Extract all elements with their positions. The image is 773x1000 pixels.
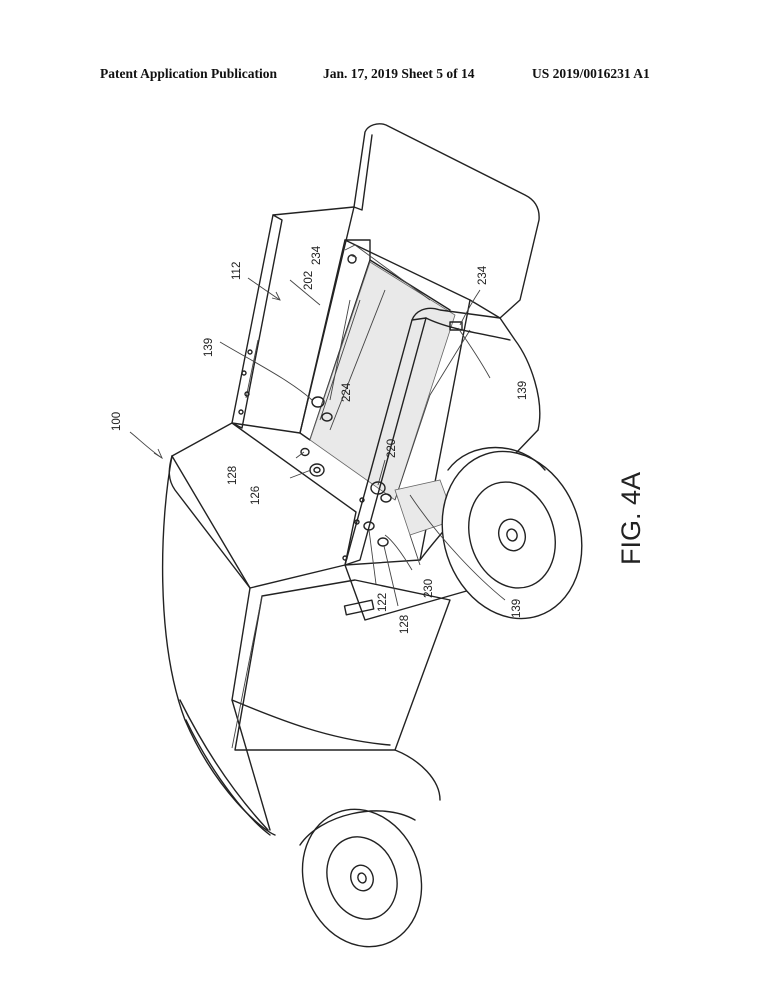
ref-139-bottom: 139 bbox=[511, 599, 523, 618]
publication-type: Patent Application Publication bbox=[100, 66, 278, 81]
leader-lines bbox=[129, 254, 506, 607]
ref-128-top: 128 bbox=[227, 466, 239, 485]
ref-230: 230 bbox=[423, 579, 435, 598]
ref-126: 126 bbox=[250, 486, 262, 505]
figure-label: FIG. 4A bbox=[616, 472, 646, 565]
vehicle-body bbox=[161, 422, 471, 836]
page-header: Patent Application Publication Jan. 17, … bbox=[0, 66, 773, 86]
rear-wheel bbox=[441, 446, 583, 620]
ref-224: 224 bbox=[341, 382, 353, 402]
ref-202: 202 bbox=[303, 271, 315, 290]
ref-139-right: 139 bbox=[517, 381, 529, 400]
ref-234-right: 234 bbox=[477, 265, 489, 285]
cargo-compartment bbox=[299, 239, 471, 566]
front-wheel bbox=[299, 808, 423, 948]
publication-number: US 2019/0016231 A1 bbox=[532, 66, 650, 81]
hood-lock bbox=[300, 447, 325, 477]
ref-100: 100 bbox=[111, 412, 123, 431]
ref-220: 220 bbox=[386, 439, 398, 458]
ref-128-bottom: 128 bbox=[399, 615, 411, 634]
publication-date-sheet: Jan. 17, 2019 Sheet 5 of 14 bbox=[323, 66, 475, 81]
ref-122: 122 bbox=[377, 593, 389, 612]
raised-lid bbox=[231, 206, 355, 434]
reference-numerals: 100 112 234 202 139 224 128 126 234 139 … bbox=[111, 245, 529, 634]
ref-234-top: 234 bbox=[311, 245, 323, 265]
ref-139-top: 139 bbox=[203, 338, 215, 357]
ref-112: 112 bbox=[231, 262, 243, 280]
